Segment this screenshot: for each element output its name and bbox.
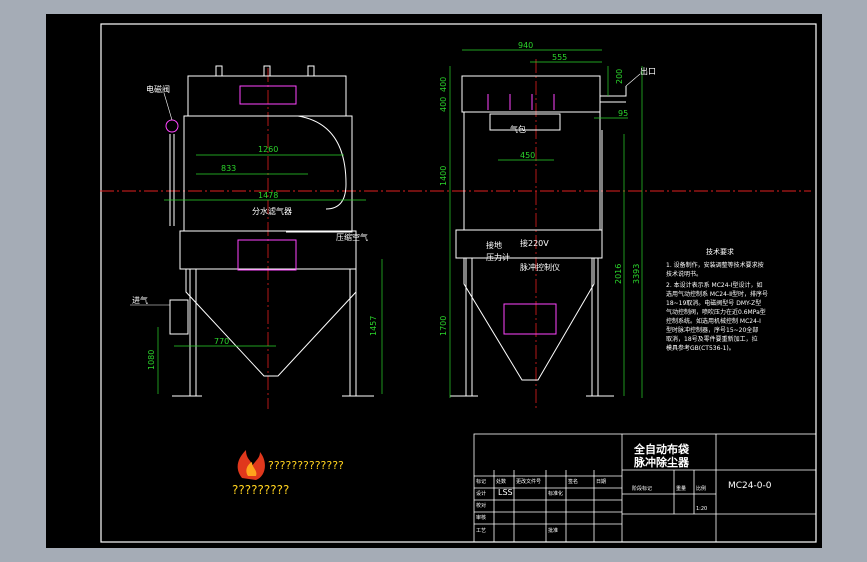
dim-1700: 1700: [439, 316, 448, 336]
side-access-door: [503, 303, 557, 335]
notes-line: 取消，18号及零件要重新加工，拉: [666, 335, 758, 343]
label-inlet: 进气: [132, 295, 148, 305]
dim-400-b: 400: [439, 97, 448, 112]
drawing-number: MC24-0-0: [728, 481, 772, 491]
side-hopper: [463, 258, 595, 381]
cell-stage-mark: 阶段标记: [632, 485, 652, 492]
label-outlet: 出口: [640, 66, 656, 76]
notes-line: 1. 设备制作，安装调整等技术要求按: [666, 261, 764, 269]
dim-1400: 1400: [439, 166, 448, 186]
flame-inner-icon: [246, 462, 257, 476]
dim-450: 450: [520, 151, 535, 160]
cell-scale-value: 1:20: [696, 506, 707, 512]
cell-date: 日期: [596, 479, 606, 485]
cell-process: 工艺: [476, 528, 486, 534]
side-lower-box: [455, 229, 603, 259]
outlet-leader: [625, 73, 641, 87]
notes-line: 模具参考GB(CT536-1)。: [666, 344, 735, 352]
side-top-box: [461, 75, 601, 113]
dim-555: 555: [552, 53, 567, 62]
cad-drawing: 1260 833 1478 1457 1080 770 电磁阀 分水滤气器 压缩…: [100, 23, 817, 543]
dim-1260: 1260: [258, 145, 278, 154]
label-pressure-gauge: 压力计: [486, 252, 510, 262]
front-air-pipe: [286, 228, 353, 233]
label-compressed-air: 压缩空气: [336, 232, 368, 242]
designer-name: LSS: [498, 488, 513, 497]
cell-scale: 比例: [696, 485, 706, 492]
dim-1457: 1457: [369, 316, 378, 336]
cell-mark: 标记: [476, 478, 486, 485]
cell-design: 设计: [476, 490, 486, 497]
notes-line: 18~19取消。电磁阀型号 DMY-Z型: [666, 299, 761, 307]
dim-200: 200: [615, 69, 624, 84]
front-valves: [215, 65, 315, 76]
label-solenoid-valve: 电磁阀: [146, 84, 170, 94]
cell-standardize: 标准化: [548, 490, 563, 497]
notes-line: 选用气动控制系 MC24-Ⅱ型时，排序号: [666, 290, 768, 298]
title-line-1: 全自动布袋: [633, 442, 690, 456]
label-grounding: 接地: [486, 240, 502, 250]
side-outlet-pipe: [600, 86, 627, 103]
cell-approve: 批准: [548, 527, 558, 534]
label-water-separator: 分水滤气器: [252, 206, 292, 216]
dim-940: 940: [518, 41, 533, 50]
drawing-sheet: 1260 833 1478 1457 1080 770 电磁阀 分水滤气器 压缩…: [46, 14, 822, 548]
notes-line: 控制系统。如选用机械控制 MC24-Ⅰ: [666, 317, 761, 325]
cell-count: 处数: [496, 478, 506, 485]
inner-border: [100, 23, 817, 543]
notes-line: 2. 本设计表示系 MC24-Ⅰ型设计，如: [666, 281, 762, 289]
title-line-2: 脉冲除尘器: [633, 455, 690, 469]
dim-2016: 2016: [614, 264, 623, 284]
side-air-bag: [489, 113, 561, 131]
notes-line: 技术说明书。: [666, 270, 702, 278]
cell-review: 审核: [476, 514, 486, 521]
dim-95: 95: [618, 109, 628, 118]
notes-line: 型时脉冲控制器，序号15~20全部: [666, 326, 758, 334]
front-inlet-flange: [169, 299, 189, 335]
front-dimension-lines: [157, 154, 383, 394]
watermark-line-1: ?????????????: [268, 459, 344, 472]
watermark: ????????????? ?????????: [232, 450, 344, 497]
side-legs: [465, 258, 599, 396]
title-block: [473, 433, 817, 543]
front-top-box: [187, 75, 347, 117]
front-view: [165, 65, 374, 397]
front-cutaway-arc: [297, 115, 347, 210]
dim-1080: 1080: [147, 350, 156, 370]
front-hopper: [185, 269, 357, 377]
cell-check: 校对: [476, 502, 486, 509]
side-nozzles: [487, 94, 555, 110]
cell-weight: 重量: [676, 485, 686, 492]
notes-title: 技术要求: [706, 247, 734, 256]
dim-833: 833: [221, 164, 236, 173]
dim-1478: 1478: [258, 191, 278, 200]
solenoid-valve-body: [165, 119, 179, 133]
notes-line: 气动控制阀，喷吹压力在近0.6MPa型: [666, 308, 766, 316]
front-access-door: [237, 239, 297, 271]
solenoid-leader: [163, 92, 173, 121]
dim-770: 770: [214, 337, 229, 346]
side-dimension-lines: [449, 49, 643, 398]
front-top-window: [239, 85, 297, 105]
label-power: 接220V: [520, 238, 549, 248]
dim-400-a: 400: [439, 77, 448, 92]
side-view: [450, 75, 627, 397]
cell-signature: 签名: [568, 478, 578, 485]
technical-notes: 技术要求 1. 设备制作，安装调整等技术要求按 技术说明书。 2. 本设计表示系…: [666, 247, 768, 352]
label-air-bag: 气包: [510, 124, 526, 134]
cell-change-doc: 更改文件号: [516, 478, 541, 485]
front-lower-box: [179, 230, 357, 270]
label-pulse-controller: 脉冲控制仪: [520, 262, 560, 272]
dim-3393: 3393: [632, 264, 641, 284]
watermark-line-2: ?????????: [232, 483, 289, 497]
front-legs: [189, 269, 357, 396]
